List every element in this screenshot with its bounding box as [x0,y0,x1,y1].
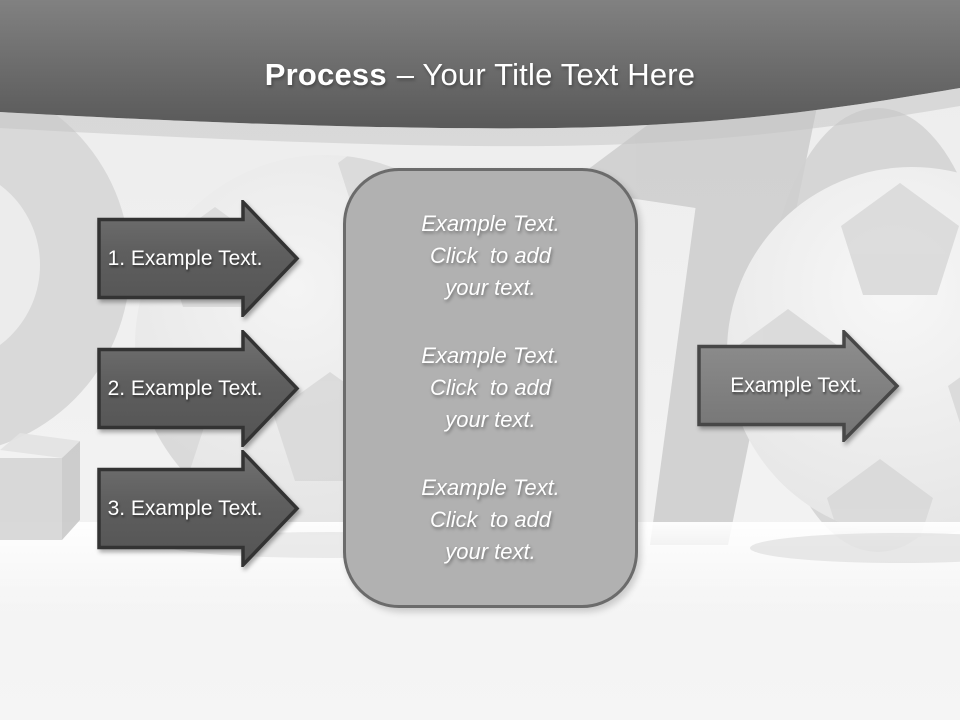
arrow-shape [97,330,300,447]
text-line: Example Text. [421,343,560,368]
text-line: Click to add [429,507,552,532]
content-panel[interactable]: Example Text. Click to add your text. Ex… [343,168,638,608]
arrow-label: Example Text. [730,374,862,397]
header-band [0,0,960,129]
text-line: Example Text. [421,211,560,236]
arrow-label: 1. Example Text. [107,246,263,270]
slide-title: Process – Your Title Text Here [0,56,960,94]
text-line: your text. [445,407,536,432]
background-cube [0,433,80,540]
arrow-shape [697,330,900,442]
process-step-arrow-3[interactable]: 3. Example Text. [97,450,300,567]
text-line: Example Text. [421,475,560,500]
text-line: Click to add [429,375,552,400]
arrow-label: 2. Example Text. [107,376,263,400]
text-block-3[interactable]: Example Text. Click to add your text. [421,472,560,568]
ball-shadow-right [750,533,960,563]
process-step-arrow-2[interactable]: 2. Example Text. [97,330,300,447]
process-step-arrow-1[interactable]: 1. Example Text. [97,200,300,317]
arrow-shape [97,450,300,567]
header-underwave [0,88,960,147]
arrow-label: 3. Example Text. [107,496,263,520]
text-block-1[interactable]: Example Text. Click to add your text. [421,208,560,304]
text-line: your text. [445,539,536,564]
text-block-2[interactable]: Example Text. Click to add your text. [421,340,560,436]
slide-title-rest: – Your Title Text Here [396,57,696,92]
result-arrow[interactable]: Example Text. [697,330,900,442]
text-line: Click to add [429,243,552,268]
slide-title-bold: Process [264,57,387,92]
arrow-shape [97,200,300,317]
text-line: your text. [445,275,536,300]
